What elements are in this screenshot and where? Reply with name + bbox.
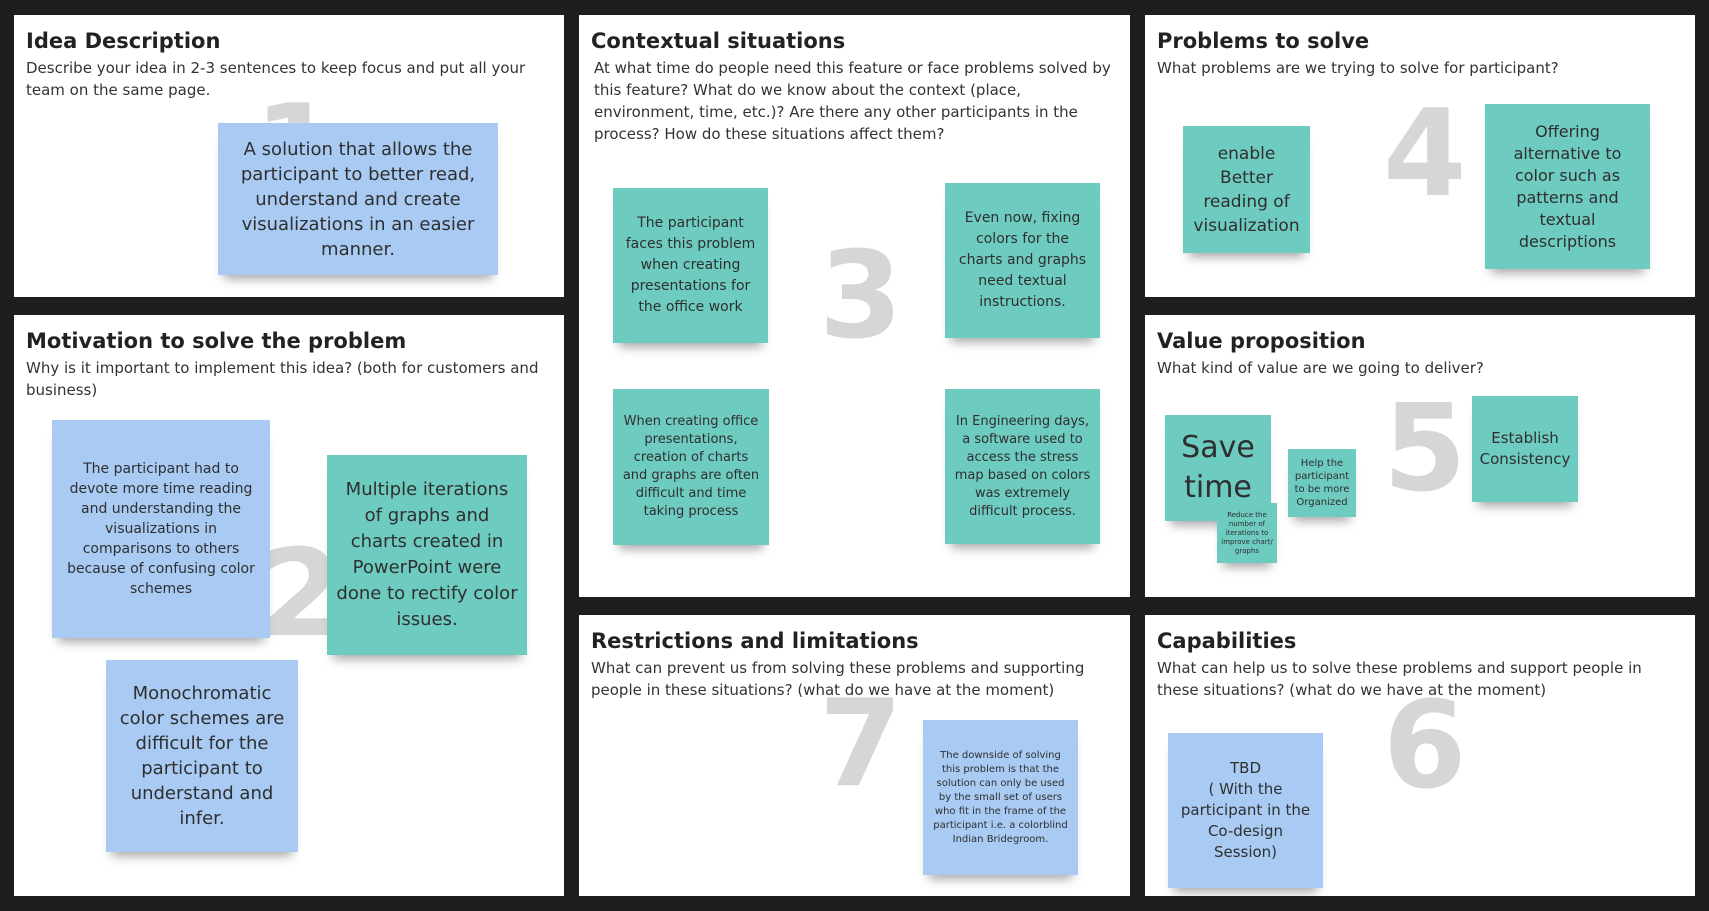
sticky-note[interactable]: The participant faces this problem when … [613,188,768,343]
sticky-note-text: In Engineering days, a software used to … [954,413,1091,519]
panel-title: Restrictions and limitations [591,629,919,653]
sticky-note-text: The participant had to devote more time … [67,461,255,597]
sticky-note-text: Even now, fixing colors for the charts a… [958,210,1087,310]
sticky-note[interactable]: Monochromatic color schemes are difficul… [106,660,298,852]
capabilities-panel: Capabilities What can help us to solve t… [1145,615,1695,896]
sticky-note-text: Multiple iterations of graphs and charts… [336,479,518,630]
sticky-note[interactable]: Reduce the number of iterations to impro… [1217,503,1277,563]
panel-title: Problems to solve [1157,29,1370,53]
sticky-note[interactable]: Multiple iterations of graphs and charts… [327,455,527,655]
sticky-note-text: Reduce the number of iterations to impro… [1221,510,1273,555]
sticky-note-text: Save time [1181,430,1255,505]
panel-title: Motivation to solve the problem [26,329,407,353]
sticky-note[interactable]: When creating office presentations, crea… [613,389,769,545]
sticky-note[interactable]: TBD ( With the participant in the Co-des… [1168,733,1323,888]
sticky-note-text: When creating office presentations, crea… [622,414,760,519]
panel-description: Why is it important to implement this id… [26,359,539,399]
panel-description: What problems are we trying to solve for… [1157,59,1559,77]
sticky-note-text: enable Better reading of visualization [1193,143,1300,236]
sticky-note[interactable]: Offering alternative to color such as pa… [1485,104,1650,269]
panel-description: At what time do people need this feature… [594,59,1111,143]
sticky-note[interactable]: The downside of solving this problem is … [923,720,1078,875]
panel-title: Contextual situations [591,29,846,53]
sticky-note[interactable]: enable Better reading of visualization [1183,126,1310,253]
sticky-note[interactable]: In Engineering days, a software used to … [945,389,1100,544]
motivation-panel: Motivation to solve the problem Why is i… [14,315,564,896]
sticky-note[interactable]: Even now, fixing colors for the charts a… [945,183,1100,338]
sticky-note[interactable]: The participant had to devote more time … [52,420,270,638]
sticky-note[interactable]: Help the participant to be more Organize… [1288,449,1356,517]
panel-description: What can prevent us from solving these p… [591,659,1085,699]
panel-title: Value proposition [1157,329,1366,353]
contextual-situations-panel: Contextual situations At what time do pe… [579,15,1130,597]
panel-description: Describe your idea in 2-3 sentences to k… [26,59,526,99]
sticky-note-text: Offering alternative to color such as pa… [1513,121,1622,251]
section-number: 6 [1383,677,1467,816]
sticky-note-text: Help the participant to be more Organize… [1294,458,1350,508]
panel-title: Idea Description [26,29,221,53]
panel-title: Capabilities [1157,629,1297,653]
sticky-note[interactable]: A solution that allows the participant t… [218,123,498,275]
sticky-note-text: The participant faces this problem when … [625,215,756,315]
sticky-note-text: TBD ( With the participant in the Co-des… [1180,759,1311,861]
section-number: 5 [1383,380,1467,519]
value-proposition-panel: Value proposition What kind of value are… [1145,315,1695,597]
section-number: 4 [1383,85,1467,224]
sticky-note-text: The downside of solving this problem is … [933,749,1068,845]
sticky-note-text: Establish Consistency [1479,429,1571,468]
section-number: 7 [819,675,903,814]
idea-description-panel: Idea Description Describe your idea in 2… [14,15,564,297]
sticky-note-text: A solution that allows the participant t… [240,138,476,260]
panel-description: What can help us to solve these problems… [1157,659,1642,699]
sticky-note[interactable]: Establish Consistency [1472,396,1578,502]
restrictions-panel: Restrictions and limitations What can pr… [579,615,1130,896]
sticky-note-text: Monochromatic color schemes are difficul… [119,683,285,829]
section-number: 3 [819,227,903,366]
problems-to-solve-panel: Problems to solve What problems are we t… [1145,15,1695,297]
panel-description: What kind of value are we going to deliv… [1157,359,1484,377]
